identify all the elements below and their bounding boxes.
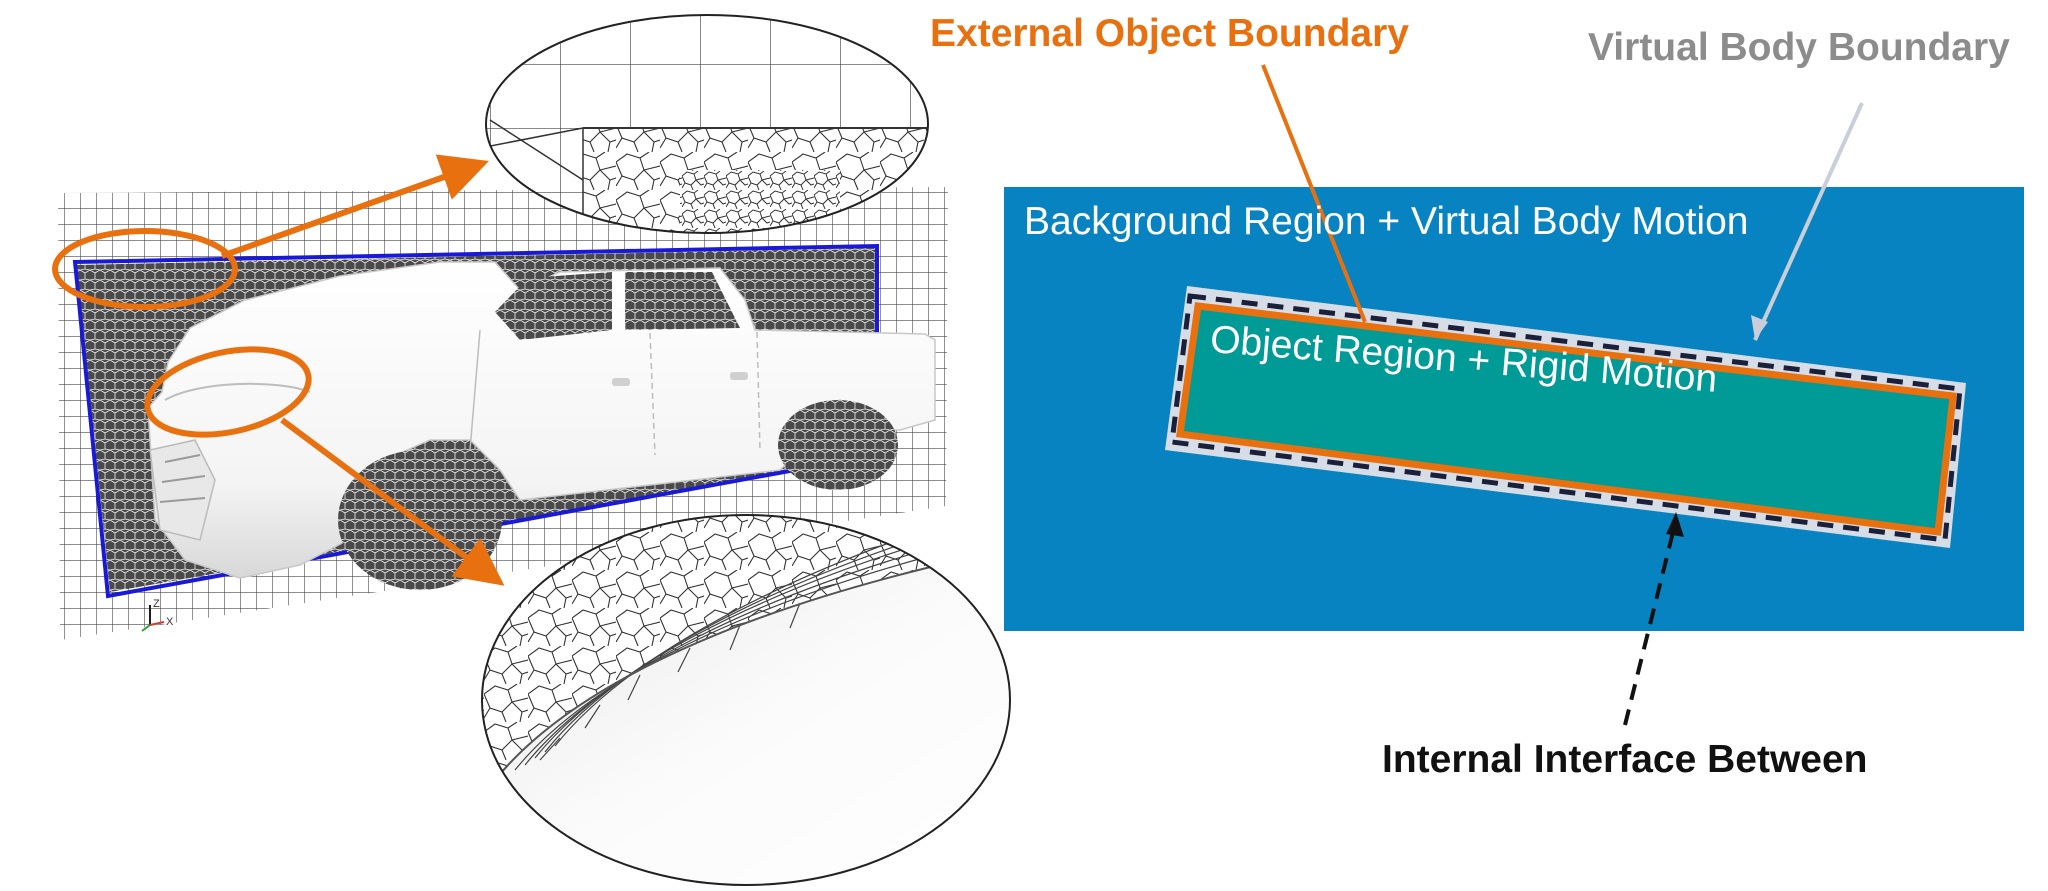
xyz-axis-triad-icon: Z X	[141, 598, 174, 632]
label-internal-interface: Internal Interface Between	[1382, 738, 1868, 781]
leader-external-boundary	[1261, 64, 1367, 323]
label-virtual-body-boundary: Virtual Body Boundary	[1588, 26, 2010, 69]
zoom-ellipse-top	[485, 14, 929, 234]
highlight-ellipse-leading-edge	[144, 346, 312, 438]
region-schematic	[1004, 64, 2024, 726]
leader-internal-interface	[1623, 519, 1678, 726]
highlight-ellipse-corner	[52, 228, 238, 310]
zoom-ellipse-bottom	[481, 514, 1011, 886]
leader-virtual-boundary	[1753, 102, 1864, 341]
label-external-object-boundary: External Object Boundary	[930, 12, 1409, 55]
leader-internal-arrowhead	[1666, 512, 1684, 537]
arrow-to-top-zoom	[220, 154, 489, 259]
external-object-boundary	[1176, 302, 1957, 536]
svg-text:X: X	[166, 616, 174, 628]
object-region	[1180, 306, 1953, 532]
svg-text:Z: Z	[153, 598, 160, 610]
leader-virtual-arrowhead	[1751, 315, 1768, 340]
arrow-to-bottom-zoom	[280, 417, 505, 586]
mesh-view: Z X	[52, 14, 1011, 886]
internal-interface	[1169, 293, 1963, 543]
label-background-region: Background Region + Virtual Body Motion	[1024, 200, 1749, 243]
